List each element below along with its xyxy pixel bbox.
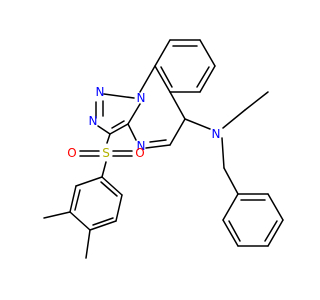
bond	[199, 65, 216, 93]
atom-label-n: N	[212, 127, 221, 141]
bond	[111, 120, 125, 129]
bond	[43, 211, 71, 219]
atom-label-n: N	[137, 91, 146, 105]
bond	[154, 39, 171, 67]
bond	[75, 176, 103, 187]
bond	[228, 220, 241, 242]
bond	[221, 137, 225, 169]
atom-label-o: O	[135, 146, 144, 160]
bond	[101, 161, 107, 178]
bond	[222, 193, 239, 221]
bond	[103, 93, 135, 99]
bond	[196, 66, 210, 88]
bond	[97, 125, 111, 135]
bond	[169, 118, 186, 146]
bond	[145, 144, 171, 149]
bond	[101, 176, 123, 196]
bond	[222, 219, 239, 247]
bond	[267, 193, 284, 221]
bond	[222, 109, 246, 129]
molecule-structure-diagram: N N N N N O O S	[43, 39, 284, 259]
bond	[127, 103, 141, 125]
bond	[85, 229, 91, 259]
bond	[92, 217, 114, 226]
bond	[199, 39, 216, 67]
bond	[169, 91, 186, 120]
bond	[139, 65, 156, 93]
bond	[264, 220, 278, 242]
bond	[89, 220, 117, 231]
bond	[160, 66, 173, 88]
bond	[109, 123, 129, 135]
bond	[149, 139, 167, 143]
bond	[69, 185, 77, 213]
bond	[223, 167, 239, 195]
atom-label-n: N	[137, 139, 146, 153]
bond-lines	[43, 39, 284, 259]
bond	[244, 91, 269, 111]
bond	[127, 123, 137, 141]
bond	[69, 211, 91, 231]
atom-label-n: N	[96, 85, 105, 99]
bond	[100, 181, 118, 197]
bond	[184, 118, 211, 130]
bond	[267, 219, 284, 247]
bond	[74, 189, 81, 211]
bond	[115, 194, 123, 222]
atom-label-s: S	[102, 146, 110, 160]
atom-label-n: N	[89, 114, 98, 128]
atom-labels: N N N N N O O S	[67, 85, 220, 160]
bond	[106, 133, 111, 144]
atom-label-o: O	[67, 146, 76, 160]
bond	[154, 65, 171, 93]
